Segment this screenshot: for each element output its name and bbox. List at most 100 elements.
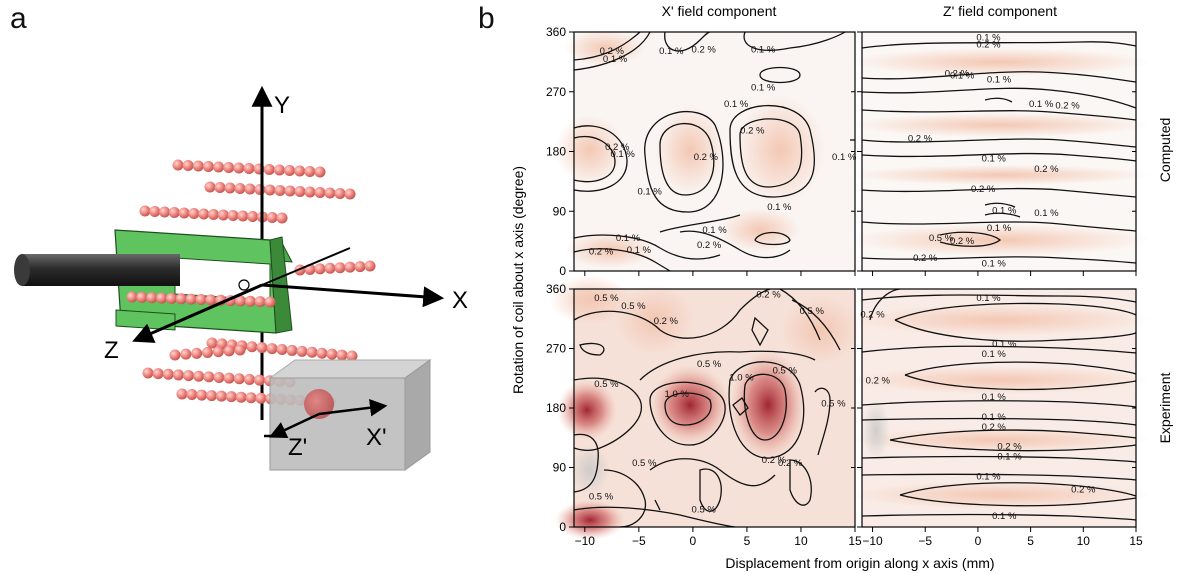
x-tick-label: −5 <box>918 534 932 548</box>
x-tick-label: 15 <box>1129 534 1143 548</box>
coil-bead <box>324 187 336 199</box>
coil-bead <box>178 207 190 219</box>
x-tick-label: −10 <box>862 534 883 548</box>
coil-bead <box>234 295 246 307</box>
coil-bead <box>175 293 187 305</box>
coil-bead <box>142 367 154 379</box>
contour-label: 0.5 % <box>594 293 619 304</box>
coil-bead <box>344 261 356 273</box>
contour-label: 0.1 % <box>992 205 1017 216</box>
y-axis-label: Y <box>274 92 290 119</box>
contour-label: 1.0 % <box>665 389 690 400</box>
contour-label: 0.2 % <box>692 45 717 56</box>
x-tick-label: 10 <box>1077 534 1091 548</box>
coil-bead <box>208 209 219 220</box>
contour-label: 0.5 % <box>773 366 798 377</box>
coil-bead <box>286 344 298 356</box>
coil-bead <box>203 371 215 383</box>
contour-label: 0.1 % <box>992 339 1017 350</box>
z-axis-arrow <box>132 283 263 343</box>
z-axis-back <box>261 247 351 286</box>
contour-label: 0.1 % <box>751 45 776 56</box>
coil-bead <box>354 261 366 273</box>
coil-bead <box>233 162 245 174</box>
x-tick-label: 10 <box>794 534 808 548</box>
row-label-experiment: Experiment <box>1157 372 1173 443</box>
coil-bead <box>205 294 217 306</box>
contour-label: 0.5 % <box>621 301 646 312</box>
contour-label: 0.1 % <box>982 349 1007 360</box>
coil-bead <box>169 349 181 361</box>
coil-bead <box>246 341 258 353</box>
panel-computed-x: 0.2 %0.1 %0.1 %0.2 %0.1 %0.1 %0.1 %0.2 %… <box>555 30 857 272</box>
coil-bead <box>266 343 278 355</box>
x-tick-label: 5 <box>744 534 751 548</box>
coil-bead <box>225 391 237 403</box>
coil-bead <box>176 388 188 400</box>
x-tick-label: 5 <box>1027 534 1034 548</box>
y-tick-label: 360 <box>546 282 566 296</box>
coil-bead <box>206 337 218 349</box>
contour-label: 0.2 % <box>589 246 614 257</box>
coil-bead <box>364 260 376 272</box>
y-tick-label: 0 <box>559 520 566 534</box>
row-label-computed: Computed <box>1157 118 1173 183</box>
col-title-x: X' field component <box>662 3 777 19</box>
coil-bead <box>346 350 358 362</box>
contour-label: 0.1 % <box>1029 99 1054 110</box>
coil-bead <box>314 166 326 178</box>
coil-bead <box>180 348 192 360</box>
coil-bead <box>326 348 338 360</box>
x-tick-label: −10 <box>575 534 596 548</box>
y-tick-label: 90 <box>553 461 567 475</box>
y-axis-title: Rotation of coil about x axis (degree) <box>510 166 526 394</box>
panel-letter-a: a <box>10 2 27 35</box>
contour-label: 0.2 % <box>654 316 679 327</box>
coil-bead <box>256 342 268 354</box>
contour-label: 0.5 % <box>929 233 954 244</box>
coil-bead <box>296 345 308 357</box>
contour-label: 1.0 % <box>729 372 754 383</box>
coil-bead <box>217 209 229 221</box>
contour-label: 0.1 % <box>992 511 1017 522</box>
y-tick-label: 0 <box>559 264 566 278</box>
contour-label: 0.5 % <box>821 399 846 410</box>
contour-label: 0.1 % <box>976 33 1001 44</box>
coil-bead <box>195 294 207 305</box>
coil-bead <box>264 184 276 196</box>
x-tick-label: 15 <box>848 534 862 548</box>
coil-bead <box>204 181 216 193</box>
coil-bead <box>214 182 226 193</box>
panel-experiment-z: 0.2 %0.1 %0.1 %0.1 %0.2 %0.1 %0.1 %0.2 %… <box>850 288 1150 527</box>
coil-bead <box>306 346 318 358</box>
y-tick-label: 270 <box>546 85 566 99</box>
coil-bead <box>193 370 205 382</box>
contour-label: 0.2 % <box>908 134 933 145</box>
coil-bead <box>255 392 267 404</box>
coil-bead <box>227 210 239 221</box>
x-tick-label: 0 <box>690 534 697 548</box>
coil-bead <box>276 344 288 355</box>
contour-label: 0.2 % <box>866 376 891 387</box>
coil-bead <box>274 185 286 196</box>
coil-bead <box>146 292 158 304</box>
coil-bead <box>235 391 247 403</box>
coil-bead <box>224 182 236 194</box>
coil-bead <box>276 212 288 224</box>
panel-computed-z: 0.1 %0.2 %0.2 %0.1 %0.1 %0.1 %0.2 %0.2 %… <box>850 32 1150 271</box>
coil-bead <box>266 212 278 223</box>
coil-bead <box>234 344 246 356</box>
coil-bead <box>334 262 346 274</box>
coil-bead <box>126 291 138 303</box>
coil-bead <box>273 164 285 176</box>
contour-label: 0.5 % <box>697 359 722 370</box>
coil-bead <box>165 292 177 304</box>
contour-label: 0.2 % <box>740 126 765 137</box>
coil-bead <box>336 349 348 361</box>
coil-bead <box>233 373 245 385</box>
coil-bead <box>314 187 326 198</box>
coil-bead <box>254 296 266 308</box>
col-title-z: Z' field component <box>943 3 1057 19</box>
coil-bead <box>237 210 249 222</box>
